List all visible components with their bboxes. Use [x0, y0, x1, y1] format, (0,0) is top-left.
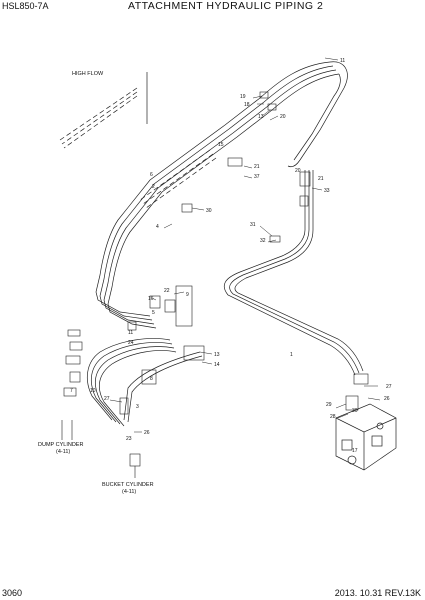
callout-21-top: 21: [254, 164, 260, 170]
callout-3: 3: [136, 404, 139, 410]
leader-lines: [109, 57, 381, 433]
page-title: ATTACHMENT HYDRAULIC PIPING 2: [128, 0, 324, 12]
high-flow-dashed-lines: [59, 87, 217, 209]
callout-23: 23: [126, 436, 132, 442]
callout-24: 24: [128, 340, 134, 346]
callout-21-mid: 21: [318, 176, 324, 182]
left-frame-bundle: [86, 291, 203, 427]
callout-8: 8: [150, 376, 153, 382]
callout-18: 18: [244, 102, 250, 108]
control-valve-assembly: [335, 403, 397, 471]
lower-return-hose: [223, 170, 364, 376]
callout-28: 28: [330, 414, 336, 420]
callout-19: 19: [240, 94, 246, 100]
high-flow-note: HIGH FLOW: [72, 71, 104, 77]
callout-37: 37: [254, 174, 260, 180]
left-fittings-cluster: [61, 329, 141, 478]
callout-22: 22: [164, 288, 170, 294]
callout-9: 9: [186, 292, 189, 298]
dump-cylinder-ref: (4-11): [56, 449, 70, 455]
callout-17: 17: [352, 448, 358, 454]
callout-16: 16: [148, 296, 154, 302]
callout-31: 31: [250, 222, 256, 228]
callout-6: 6: [150, 172, 153, 178]
dump-cylinder-note: DUMP CYLINDER: [38, 442, 83, 448]
callout-13-left: 13: [214, 352, 220, 358]
page-number: 3060: [2, 588, 23, 598]
fittings: [119, 91, 369, 415]
callout-7: 7: [70, 388, 73, 394]
callout-2: 2: [152, 184, 155, 190]
callout-26-left: 26: [144, 430, 150, 436]
callout-1: 1: [290, 352, 293, 358]
bucket-cylinder-ref: (4-11): [122, 489, 136, 495]
callout-10: 10: [90, 388, 96, 394]
bucket-cylinder-note: BUCKET CYLINDER: [102, 482, 154, 488]
callout-20-top: 20: [280, 114, 286, 120]
callout-15: 15: [218, 142, 224, 148]
callout-13: 13: [258, 114, 264, 120]
callout-27-right: 27: [386, 384, 392, 390]
callout-33: 33: [324, 188, 330, 194]
callout-11-left: 11: [128, 330, 133, 336]
model-code: HSL850-7A: [2, 1, 49, 11]
callout-4: 4: [156, 224, 159, 230]
callouts: 11 19 18 13 20 21 37 15 20 21 30 6 2 4 3…: [38, 58, 392, 495]
callout-14: 14: [214, 362, 220, 368]
callout-30-bottom: 30: [352, 408, 358, 414]
callout-20-mid: 20: [295, 168, 301, 174]
revision-date: 2013. 10.31 REV.13K: [334, 588, 421, 598]
callout-29: 29: [326, 402, 332, 408]
callout-26-right: 26: [384, 396, 390, 402]
callout-11-top: 11: [340, 58, 345, 64]
callout-32: 32: [260, 238, 266, 244]
callout-30-top: 30: [206, 208, 212, 214]
callout-27-left: 27: [104, 396, 110, 402]
callout-5: 5: [152, 310, 155, 316]
